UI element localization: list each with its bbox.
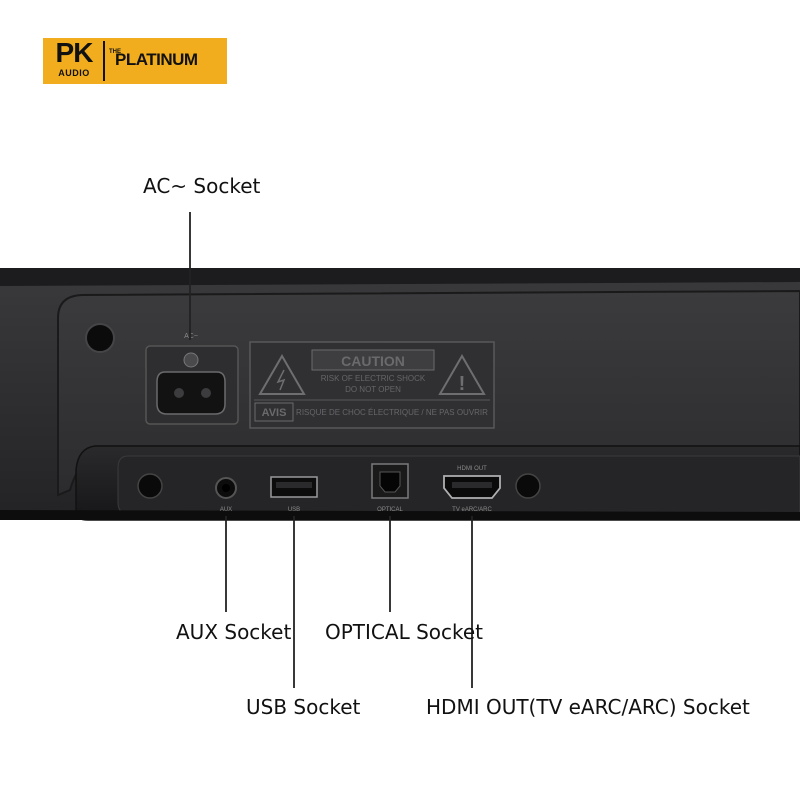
- lightning-icon: [276, 369, 286, 391]
- usb-port-label: USB: [288, 507, 300, 513]
- mount-hole-strip-left: [137, 473, 163, 499]
- callout-ac-socket: AC~ Socket: [143, 174, 261, 198]
- mount-hole-strip-right: [515, 473, 541, 499]
- hdmi-top-label: HDMI OUT: [457, 466, 487, 472]
- optical-port-label: OPTICAL: [377, 507, 403, 513]
- logo-brand-text: PK: [55, 37, 94, 68]
- mount-hole-left: [85, 323, 115, 353]
- avis-box: [254, 402, 294, 422]
- callout-hdmi-socket: HDMI OUT(TV eARC/ARC) Socket: [426, 695, 750, 719]
- ac-pin-left: [174, 388, 184, 398]
- hdmi-port-tongue: [452, 482, 492, 488]
- exclamation-icon: !: [459, 373, 466, 395]
- logo-product-text: PLATINUM: [115, 50, 198, 69]
- hdmi-bottom-label: TV eARC/ARC: [452, 507, 492, 513]
- aux-port-inner: [222, 484, 230, 492]
- usb-port-tongue: [276, 482, 312, 488]
- ac-socket-screw: [183, 352, 199, 368]
- avis-label: AVIS: [262, 407, 287, 419]
- logo-sub-text: AUDIO: [58, 68, 90, 78]
- ac-pin-right: [201, 388, 211, 398]
- avis-text: RISQUE DE CHOC ÉLECTRIQUE / NE PAS OUVRI…: [296, 408, 488, 417]
- ac-socket-opening: [156, 371, 226, 415]
- warning-triangle-left: [258, 354, 306, 395]
- callout-usb-socket: USB Socket: [246, 695, 361, 719]
- base-shadow: [0, 510, 800, 520]
- soundbar-top-edge: [0, 268, 800, 286]
- optical-port-opening: [379, 471, 401, 493]
- caution-line-1: RISK OF ELECTRIC SHOCK: [321, 374, 426, 383]
- aux-port-label: AUX: [220, 507, 232, 513]
- ac-mark: AC~: [184, 333, 198, 340]
- callout-optical-socket: OPTICAL Socket: [325, 620, 484, 644]
- warning-triangle-right: [438, 354, 486, 395]
- logo-the-text: THE: [109, 49, 121, 55]
- caution-title-box: [311, 349, 435, 371]
- logo-divider: [103, 41, 105, 81]
- caution-title: CAUTION: [341, 353, 405, 369]
- caution-line-2: DO NOT OPEN: [345, 385, 401, 394]
- brand-logo: PK AUDIO THE PLATINUM: [43, 38, 227, 84]
- callout-aux-socket: AUX Socket: [176, 620, 292, 644]
